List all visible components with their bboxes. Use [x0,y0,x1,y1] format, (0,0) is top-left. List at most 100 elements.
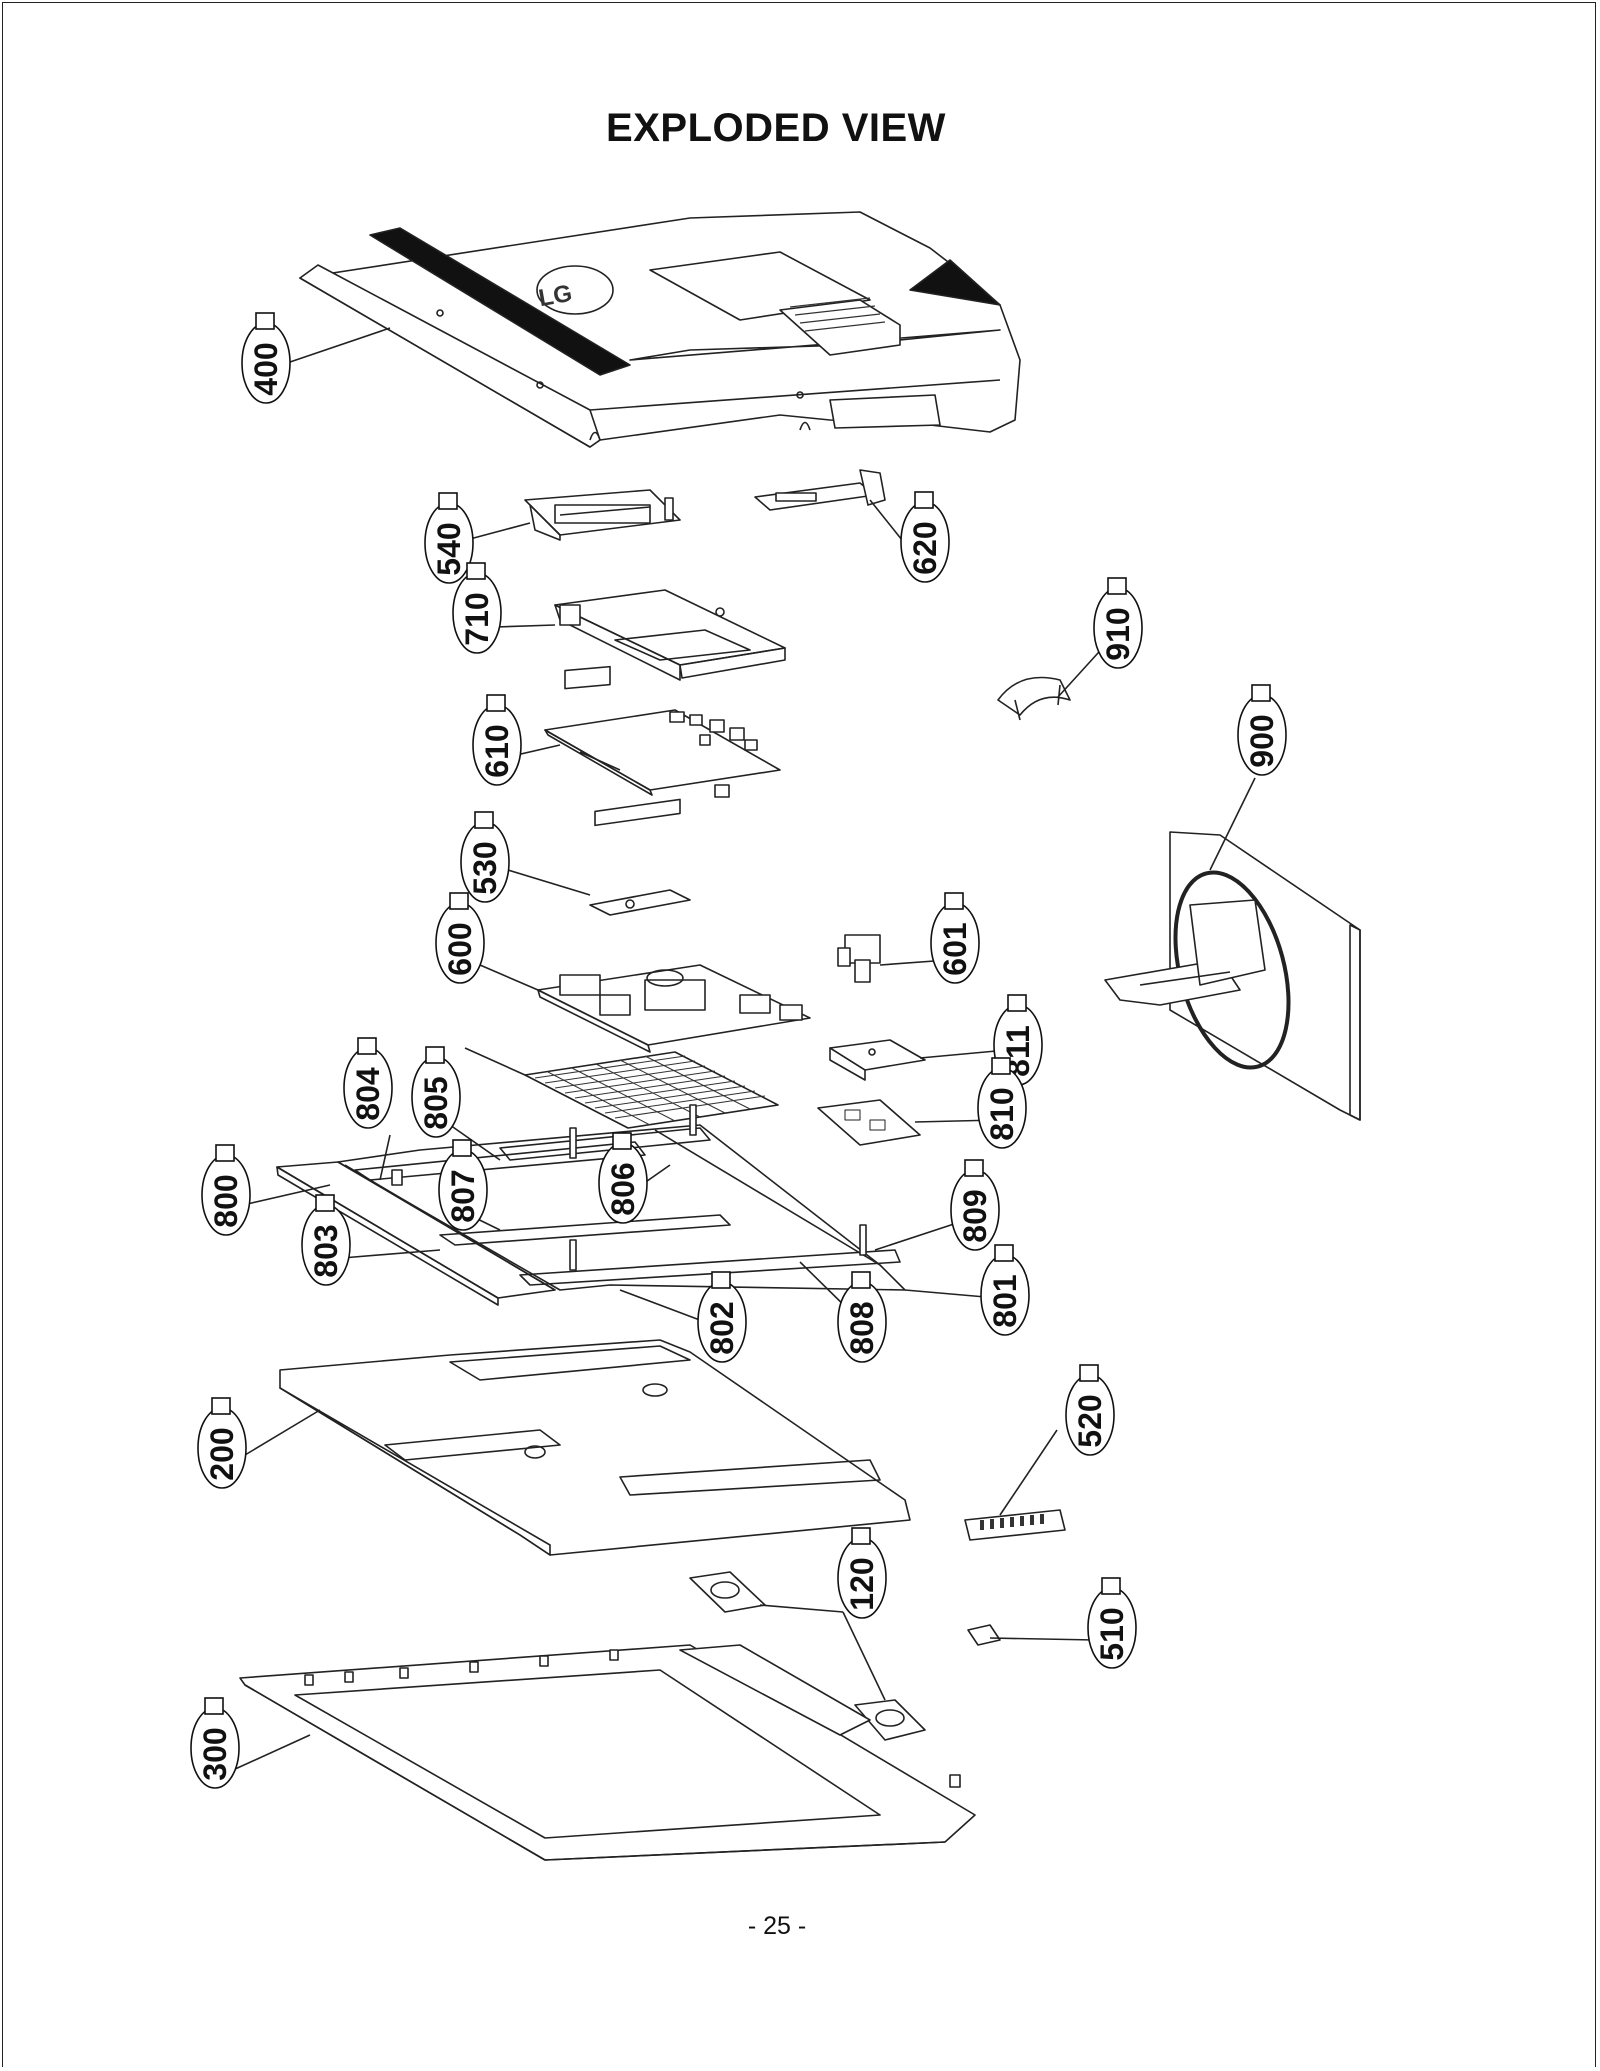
part-label-box [425,1046,445,1064]
part-number-text: 120 [844,1557,880,1610]
part-number-text: 400 [248,342,284,395]
part-number-text: 808 [844,1301,880,1354]
chassis-frame-800 [276,1104,906,1306]
part-number-text: 200 [204,1427,240,1480]
part-number-text: 510 [1094,1607,1130,1660]
part-number-text: 806 [605,1162,641,1215]
part-number-text: 710 [459,592,495,645]
part-label-box [357,1037,377,1055]
part-label-box [914,491,934,509]
back-cover-part: LG [299,211,1021,448]
part-label-box [964,1159,984,1177]
part-label-520: 520 [1065,1364,1115,1456]
part-number-text: 802 [704,1301,740,1354]
part-number-text: 610 [479,724,515,777]
part-label-710: 710 [452,562,502,654]
part-label-807: 807 [438,1139,488,1231]
part-number-text: 530 [467,841,503,894]
part-number-text: 600 [442,922,478,975]
part-label-box [711,1271,731,1289]
part-number-text: 300 [197,1727,233,1780]
part-label-box [315,1194,335,1212]
speaker-grille-part-520 [964,1509,1066,1541]
stand-part-900 [1104,831,1361,1121]
part-label-540: 540 [424,492,474,584]
part-label-808: 808 [837,1271,887,1363]
part-label-530: 530 [460,811,510,903]
part-label-510: 510 [1087,1577,1137,1669]
small-board-part-510 [949,1624,1001,1788]
part-label-806: 806 [598,1132,648,1224]
clip-part-910 [997,676,1071,721]
part-number-text: 809 [957,1189,993,1242]
part-number-text: 807 [445,1169,481,1222]
part-label-900: 900 [1237,684,1287,776]
part-label-box [1079,1364,1099,1382]
part-label-box [1107,577,1127,595]
part-label-120: 120 [837,1527,887,1619]
leader-lines [232,327,1256,1771]
part-number-text: 520 [1072,1394,1108,1447]
part-label-box [452,1139,472,1157]
part-label-805: 805 [411,1046,461,1138]
part-number-text: 804 [350,1067,386,1121]
speaker-part-120 [689,1571,926,1741]
bracket-part-811 [829,1039,926,1081]
part-number-text: 803 [308,1224,344,1277]
part-label-803: 803 [301,1194,351,1286]
part-label-810: 810 [977,1057,1027,1149]
bracket-part-540 [524,489,681,541]
chassis-tray-part-200 [279,1339,911,1556]
part-label-601: 601 [930,892,980,984]
part-label-box [215,1144,235,1162]
part-label-box [1251,684,1271,702]
part-label-box [994,1244,1014,1262]
page-number: - 25 - [747,1912,807,1940]
main-board-part-610 [544,665,781,798]
part-label-box [1101,1577,1121,1595]
part-label-box [255,312,275,330]
part-label-804: 804 [343,1037,393,1129]
part-number-text: 801 [987,1274,1023,1327]
part-label-801: 801 [980,1244,1030,1336]
part-label-800: 800 [201,1144,251,1236]
part-number-text: 805 [418,1076,454,1129]
part-number-text: 620 [907,521,943,574]
part-label-box [211,1397,231,1415]
pcb-part-530 [589,798,691,916]
part-label-610: 610 [472,694,522,786]
page-title: EXPLODED VIEW [606,106,946,150]
part-number-text: 540 [431,522,467,575]
part-label-box [1007,994,1027,1012]
part-label-box [612,1132,632,1150]
part-label-910: 910 [1093,577,1143,669]
part-label-400: 400 [241,312,291,404]
part-label-box [851,1271,871,1289]
part-label-box [474,811,494,829]
part-label-809: 809 [950,1159,1000,1251]
part-label-620: 620 [900,491,950,583]
part-label-box [204,1697,224,1715]
heatsink-plate [524,1051,779,1129]
power-board-part-600 [537,964,811,1053]
part-label-box [438,492,458,510]
bracket-part-810 [817,1099,921,1146]
part-label-600: 600 [435,892,485,984]
part-number-text: 810 [984,1087,1020,1140]
board-part-620 [754,469,886,511]
part-label-200: 200 [197,1397,247,1489]
part-label-box [944,892,964,910]
part-label-box [449,892,469,910]
part-label-300: 300 [190,1697,240,1789]
logo-text: LG [537,280,575,312]
part-label-box [991,1057,1011,1075]
part-label-box [466,562,486,580]
part-number-text: 900 [1244,714,1280,767]
shield-part-710 [554,589,786,681]
connector-part-601 [837,934,881,983]
part-label-box [486,694,506,712]
part-label-802: 802 [697,1271,747,1363]
